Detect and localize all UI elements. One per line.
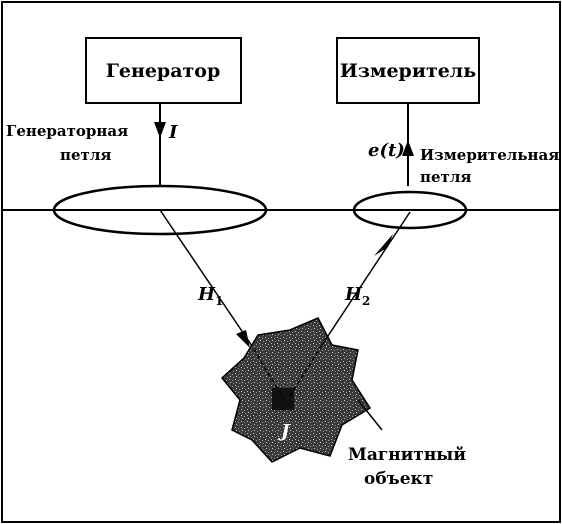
field-h2-symbol: H2 [344,284,370,308]
meter-box [336,37,480,104]
field-line-h2-inside [289,344,323,397]
generator-box [85,37,242,104]
object-label-line2: объект [364,469,433,489]
generator-loop [52,184,268,236]
generator-box-label: Генератор [106,60,221,82]
emf-symbol: e(t) [368,140,405,161]
magnetization-symbol: J [278,421,291,442]
field-line-h1-inside [249,342,284,399]
field-arrow-h2 [374,234,393,256]
object-core [272,388,294,410]
field-line-h1 [159,209,251,344]
field-arrow-h1 [236,330,250,348]
meter-loop [352,190,468,230]
meter-box-label: Измеритель [340,60,476,82]
current-arrow [154,122,166,138]
field-h1-symbol: H1 [197,284,223,308]
emf-arrow [402,140,414,156]
meter-loop-label-line1: Измерительная [420,146,559,164]
generator-loop-label-line2: петля [60,146,111,164]
generator-loop-label-line1: Генераторная [6,122,128,140]
object-label-line1: Магнитный [348,445,466,465]
current-symbol: I [168,122,178,143]
field-line-h2 [321,211,411,346]
object-label-leader [357,399,383,431]
meter-loop-label-line2: петля [420,168,471,186]
